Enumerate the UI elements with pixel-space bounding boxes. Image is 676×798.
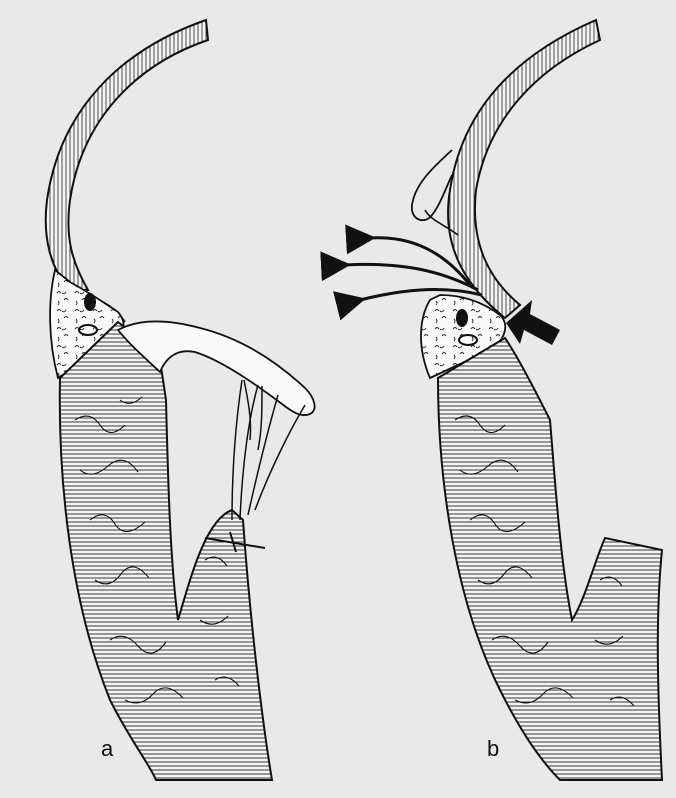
aortic-wall-a (46, 20, 208, 290)
coronary-vessel-a1 (84, 293, 96, 311)
panel-b: b (345, 20, 662, 780)
aortic-wall-b (448, 20, 600, 318)
panel-label-b: b (487, 736, 499, 761)
ventricular-wall-b (438, 338, 662, 780)
dissection-flap-b (412, 150, 452, 220)
panel-label-a: a (101, 736, 114, 761)
panel-a: a (46, 20, 315, 780)
coronary-vessel-b1 (456, 309, 468, 327)
flow-arrow-middle (345, 264, 478, 290)
